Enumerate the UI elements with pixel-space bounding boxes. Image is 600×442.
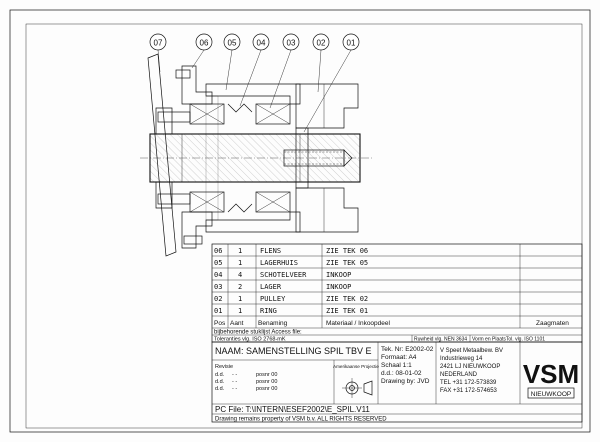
svg-text:02: 02 — [317, 39, 326, 48]
svg-text:01: 01 — [347, 39, 356, 48]
svg-text:posnr 00: posnr 00 — [256, 386, 277, 392]
svg-text:2421 LJ NIEUWKOOP: 2421 LJ NIEUWKOOP — [440, 364, 500, 370]
pl-header-finish: Zaagmaten — [536, 320, 569, 327]
pl-name: PULLEY — [260, 295, 286, 303]
pl-header-name: Benaming — [258, 320, 288, 327]
tek-nr: Tek. Nr: E2002-02 — [381, 346, 434, 353]
schaal: Schaal 1:1 — [381, 362, 412, 369]
svg-text:posnr 00: posnr 00 — [256, 372, 277, 378]
inner-border — [25, 23, 583, 429]
pl-qty: 1 — [238, 259, 242, 267]
pl-pos: 05 — [214, 259, 222, 267]
svg-text:TEL +31 172-573839: TEL +31 172-573839 — [440, 380, 497, 386]
pl-header-material: Materiaal / Inkoopdeel — [326, 320, 391, 327]
parts-list-table: 06 1 FLENS ZIE TEK 06 05 1 LAGERHUIS ZIE… — [211, 243, 583, 343]
part-06-flens-top — [181, 65, 213, 105]
pl-material: ZIE TEK 05 — [326, 259, 368, 267]
pl-pos: 06 — [214, 247, 222, 255]
title-block: NAAM: SAMENSTELLING SPIL TBV E Revisie d… — [211, 341, 583, 423]
pl-qty: 1 — [238, 247, 242, 255]
balloon-leaders — [157, 49, 352, 133]
tolerance-general: Toleranties vlg. ISO 2768-mK — [214, 337, 286, 343]
pl-qty: 4 — [238, 271, 242, 279]
svg-text:07: 07 — [154, 39, 163, 48]
svg-text:- -: - - — [232, 386, 237, 392]
balloon-01: 01 — [342, 33, 360, 51]
svg-text:05: 05 — [228, 39, 237, 48]
assembly-section-view — [140, 49, 372, 257]
pl-qty: 2 — [238, 283, 242, 291]
pl-material: ZIE TEK 02 — [326, 295, 368, 303]
balloon-07: 07 — [149, 33, 167, 51]
part-04-schotelveer — [227, 103, 253, 213]
pl-material: ZIE TEK 01 — [326, 307, 368, 315]
svg-text:d.d.: d.d. — [215, 386, 225, 392]
svg-text:posnr 00: posnr 00 — [256, 379, 277, 385]
svg-text:- -: - - — [232, 379, 237, 385]
drawn-by: Drawing by: JVD — [381, 378, 430, 385]
pl-name: LAGERHUIS — [260, 259, 298, 267]
svg-text:FAX +31 172-574653: FAX +31 172-574653 — [440, 388, 498, 394]
tolerance-form: Vorm en PlaatsTol. vlg. ISO 1101 — [472, 337, 545, 343]
pl-material: ZIE TEK 06 — [326, 247, 368, 255]
flange-bolts — [157, 69, 203, 245]
pl-qty: 1 — [238, 307, 242, 315]
svg-text:NEDERLAND: NEDERLAND — [440, 372, 478, 378]
pl-material: INKOOP — [326, 271, 351, 279]
svg-text:V Speet Metaalbew. BV: V Speet Metaalbew. BV — [440, 348, 503, 354]
pl-name: LAGER — [260, 283, 282, 291]
balloon-02: 02 — [312, 33, 330, 51]
balloon-04: 04 — [252, 33, 270, 51]
bom-note: bijbehorende stuklijst Access file: — [214, 330, 302, 336]
projection-symbol: Amerikaanse Projectie — [333, 364, 379, 398]
svg-text:- -: - - — [232, 372, 237, 378]
pl-name: RING — [260, 307, 277, 315]
balloon-03: 03 — [282, 33, 300, 51]
vsm-logo: VSM NIEUWKOOP — [523, 359, 579, 399]
revisie-label: Revisie — [215, 364, 233, 370]
svg-text:06: 06 — [200, 39, 209, 48]
balloon-05: 05 — [223, 33, 241, 51]
property-notice: Drawing remains property of VSM b.v. ALL… — [215, 417, 387, 423]
tolerance-roughness: Ruwheid vlg. NEN 3634 — [414, 337, 467, 343]
part-02-pulley-bottom — [295, 187, 359, 233]
svg-text:d.d.: d.d. — [215, 372, 225, 378]
pl-pos: 03 — [214, 283, 222, 291]
outer-border — [9, 9, 591, 433]
pl-name: FLENS — [260, 247, 281, 255]
drawing-name: NAAM: SAMENSTELLING SPIL TBV E — [215, 346, 372, 356]
svg-text:Amerikaanse Projectie: Amerikaanse Projectie — [333, 364, 379, 369]
svg-text:Industrieweg 14: Industrieweg 14 — [440, 356, 483, 362]
pl-header-qty: Aant — [230, 320, 244, 327]
balloon-callouts: 07 06 05 04 03 02 01 — [149, 33, 360, 51]
part-05-lagerhuis-bottom — [205, 211, 301, 233]
part-06-flens-bottom — [181, 211, 213, 249]
balloon-06: 06 — [195, 33, 213, 51]
svg-text:d.d.: d.d. — [215, 379, 225, 385]
svg-text:03: 03 — [287, 39, 296, 48]
svg-text:04: 04 — [257, 39, 266, 48]
pl-pos: 02 — [214, 295, 222, 303]
pl-pos: 04 — [214, 271, 222, 279]
svg-text:VSM: VSM — [523, 359, 579, 389]
pl-qty: 1 — [238, 295, 242, 303]
company-address: V Speet Metaalbew. BV Industrieweg 14 24… — [440, 348, 503, 394]
pl-name: SCHOTELVEER — [260, 271, 307, 279]
pc-file-path: PC File: T:\INTERN\ESEF2002\E_SPIL.V11 — [215, 405, 370, 414]
datum: d.d.: 08-01-02 — [381, 370, 422, 377]
part-07-flange-disk — [147, 53, 177, 257]
pl-header-pos: Pos — [214, 320, 226, 327]
pl-material: INKOOP — [326, 283, 351, 291]
pl-pos: 01 — [214, 307, 222, 315]
part-02-pulley-top — [295, 83, 359, 129]
formaat: Formaat: A4 — [381, 354, 417, 361]
svg-text:NIEUWKOOP: NIEUWKOOP — [531, 391, 571, 398]
part-05-lagerhuis-top — [205, 83, 301, 105]
